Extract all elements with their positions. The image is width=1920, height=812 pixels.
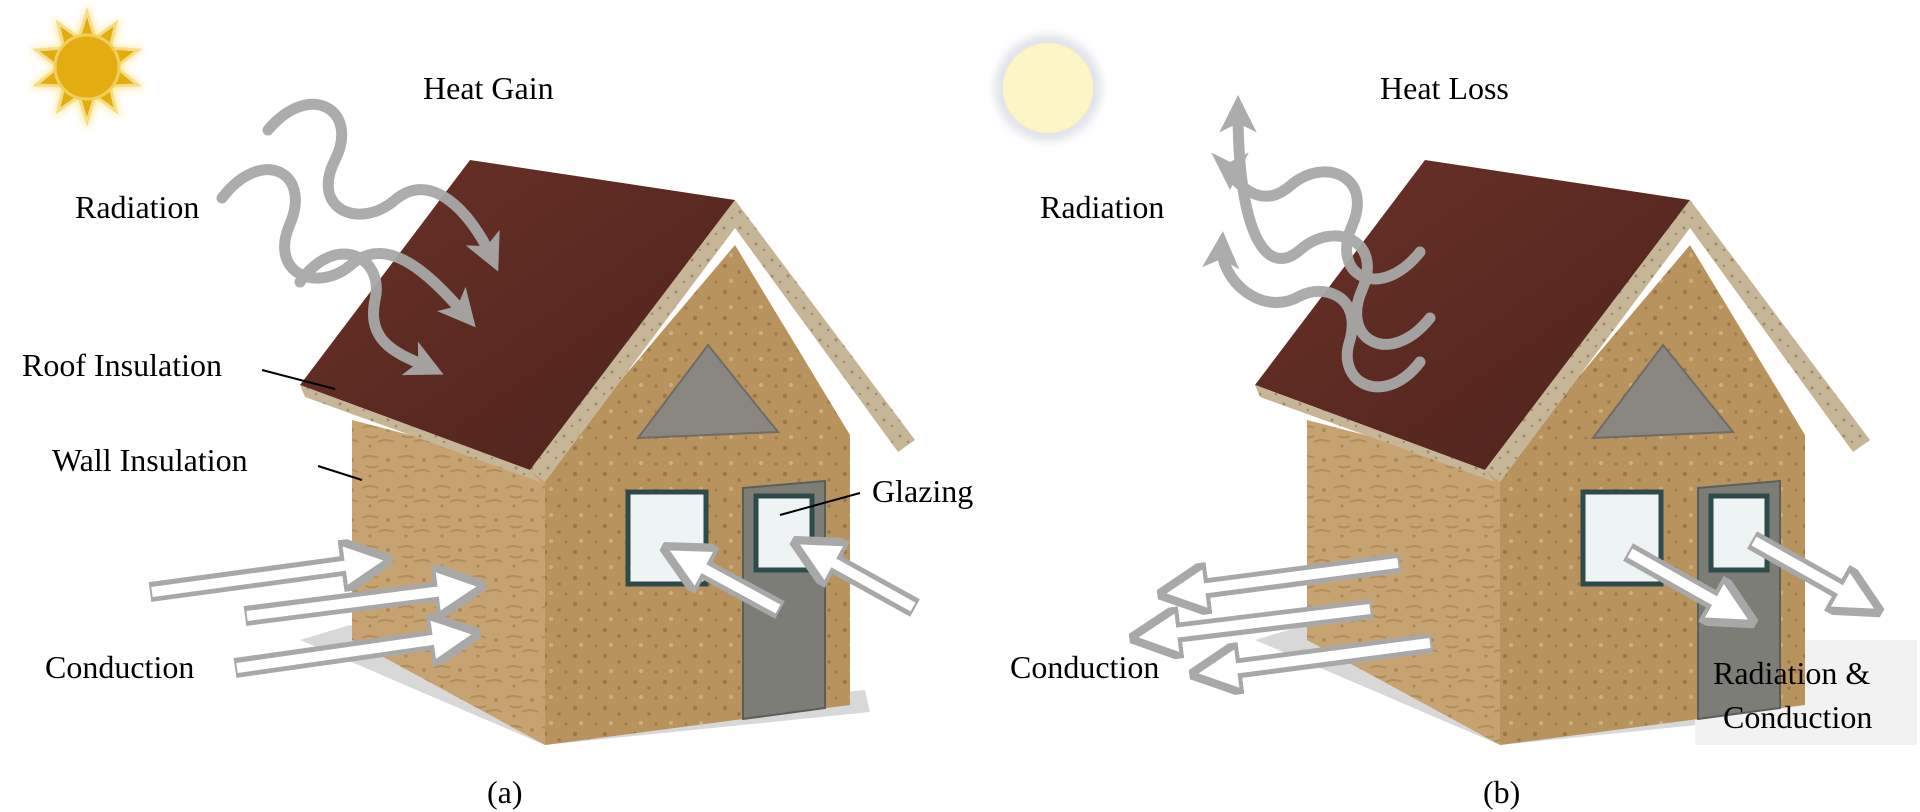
door-window — [753, 493, 815, 573]
label-glazing: Glazing — [872, 473, 973, 509]
label-conduction-combined: Conduction — [1723, 699, 1872, 735]
label-conduction-b: Conduction — [1010, 649, 1159, 685]
caption-a: (a) — [487, 774, 523, 810]
label-radiation-b: Radiation — [1040, 189, 1164, 225]
gable-window — [635, 343, 781, 440]
radiation-arrows — [216, 98, 500, 376]
gable-trim — [530, 200, 915, 482]
glazing-leader-line — [779, 492, 861, 516]
gable-trim-b — [1485, 200, 1870, 482]
label-radiation-a: Radiation — [75, 189, 199, 225]
wall-leader-line — [317, 465, 363, 481]
roof — [300, 160, 735, 470]
panel-b-heat-loss: Heat Loss Radiation Conduction Radiation… — [994, 34, 1917, 810]
title-heat-gain: Heat Gain — [423, 70, 554, 106]
radiation-arrows-b — [1202, 95, 1436, 393]
left-wall-b — [1307, 420, 1500, 745]
roof-b — [1255, 160, 1690, 470]
roof-edge — [300, 385, 540, 482]
roof-edge-b — [1255, 385, 1495, 482]
title-heat-loss: Heat Loss — [1380, 70, 1509, 106]
roof-leader-line — [261, 369, 336, 390]
sun-icon — [29, 5, 145, 130]
panel-a-heat-gain: Heat Gain Radiation Roof Insulation Wall… — [22, 5, 973, 810]
caption-b: (b) — [1483, 774, 1520, 810]
conduction-arrows-b-inner — [1156, 536, 1860, 676]
label-conduction-a: Conduction — [45, 649, 194, 685]
label-radiation-and: Radiation & — [1713, 655, 1870, 691]
conduction-arrows-inner — [151, 548, 916, 673]
label-wall-insulation: Wall Insulation — [52, 442, 248, 478]
moon-icon — [994, 34, 1102, 142]
label-roof-insulation: Roof Insulation — [22, 347, 222, 383]
gable-window-b — [1590, 343, 1736, 440]
